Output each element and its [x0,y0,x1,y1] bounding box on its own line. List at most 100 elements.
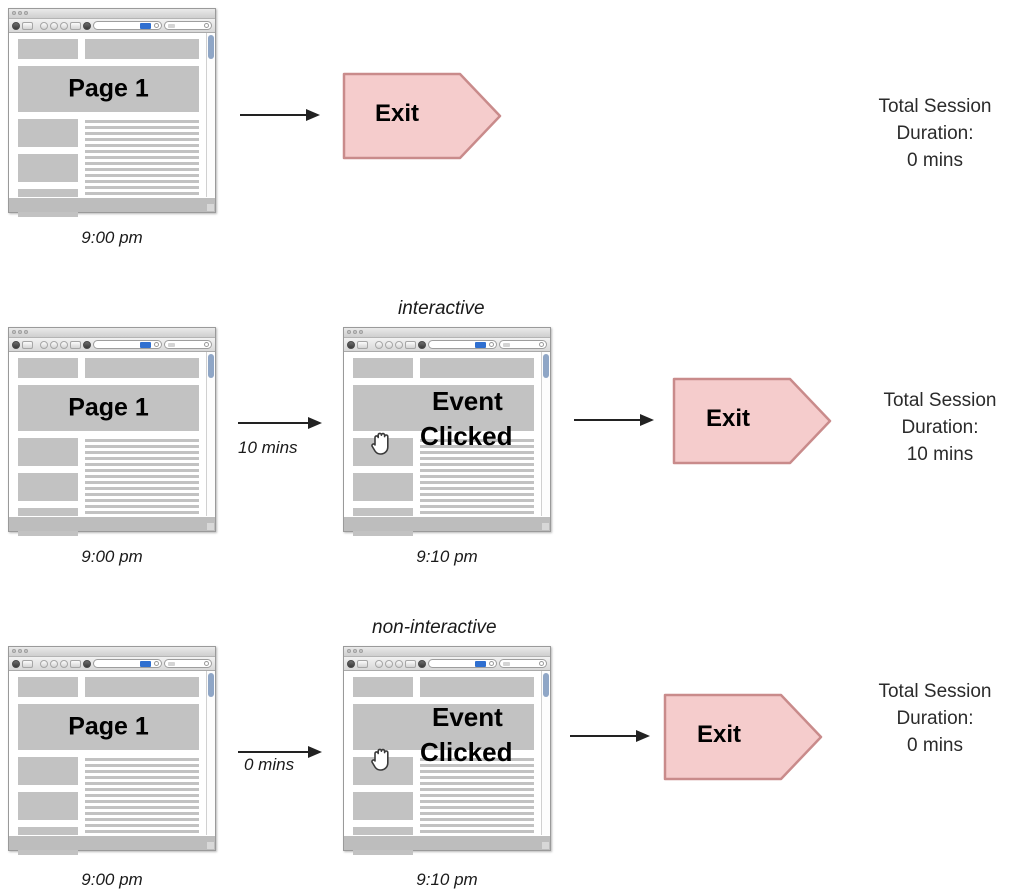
browser-back-icon[interactable] [12,21,20,30]
browser-forward-icon[interactable] [357,659,368,668]
search-clear-icon[interactable] [204,342,209,347]
browser-bookmark-icon[interactable] [418,659,426,668]
address-bar-reload-icon[interactable] [489,342,494,347]
browser-reload-icon[interactable] [40,21,48,30]
resize-grip-icon[interactable] [542,842,549,849]
browser-window-r2-page1[interactable]: Page 1 [8,327,216,536]
address-bar-field[interactable] [428,340,497,349]
exit-shape-r3[interactable] [663,693,823,781]
scrollbar[interactable] [206,352,215,517]
minimize-icon[interactable] [18,649,22,653]
browser-bookmark-icon[interactable] [83,340,91,349]
scrollbar-thumb[interactable] [543,673,549,697]
browser-reload-icon[interactable] [40,659,48,668]
browser-stop-icon[interactable] [50,659,58,668]
address-bar-field[interactable] [428,659,497,668]
window-traffic-lights-icon[interactable] [347,649,363,653]
browser-back-icon[interactable] [12,659,20,668]
scrollbar-thumb[interactable] [208,673,214,697]
scrollbar[interactable] [206,33,215,198]
browser-tabs-icon[interactable] [405,659,416,668]
window-traffic-lights-icon[interactable] [347,330,363,334]
search-field[interactable] [164,21,212,30]
browser-back-icon[interactable] [347,659,355,668]
browser-home-icon[interactable] [395,340,403,349]
scrollbar[interactable] [541,671,550,836]
browser-forward-icon[interactable] [22,340,33,349]
browser-forward-icon[interactable] [22,659,33,668]
search-clear-icon[interactable] [204,23,209,28]
scrollbar[interactable] [541,352,550,517]
close-icon[interactable] [347,649,351,653]
search-clear-icon[interactable] [539,661,544,666]
browser-bookmark-icon[interactable] [83,659,91,668]
browser-window-r3-page1[interactable]: Page 1 [8,646,216,855]
search-clear-icon[interactable] [539,342,544,347]
address-bar-field[interactable] [93,21,162,30]
maximize-icon[interactable] [359,330,363,334]
close-icon[interactable] [347,330,351,334]
browser-tabs-icon[interactable] [70,659,81,668]
maximize-icon[interactable] [24,330,28,334]
browser-reload-icon[interactable] [375,340,383,349]
browser-reload-icon[interactable] [375,659,383,668]
browser-bookmark-icon[interactable] [418,340,426,349]
scrollbar[interactable] [206,671,215,836]
scrollbar-thumb[interactable] [208,354,214,378]
window-traffic-lights-icon[interactable] [12,330,28,334]
browser-back-icon[interactable] [12,340,20,349]
search-field[interactable] [499,340,547,349]
address-bar-field[interactable] [93,340,162,349]
close-icon[interactable] [12,649,16,653]
browser-forward-icon[interactable] [357,340,368,349]
browser-toolbar[interactable] [344,657,550,671]
resize-grip-icon[interactable] [207,204,214,211]
address-bar-reload-icon[interactable] [154,23,159,28]
browser-stop-icon[interactable] [385,659,393,668]
browser-stop-icon[interactable] [50,340,58,349]
browser-home-icon[interactable] [60,340,68,349]
search-field[interactable] [164,340,212,349]
browser-window-r1-page1[interactable]: Page 1 [8,8,216,217]
minimize-icon[interactable] [353,330,357,334]
address-bar-reload-icon[interactable] [154,661,159,666]
browser-home-icon[interactable] [395,659,403,668]
address-bar-reload-icon[interactable] [489,661,494,666]
scrollbar-thumb[interactable] [543,354,549,378]
window-traffic-lights-icon[interactable] [12,11,28,15]
browser-stop-icon[interactable] [385,340,393,349]
browser-tabs-icon[interactable] [405,340,416,349]
search-field[interactable] [499,659,547,668]
minimize-icon[interactable] [18,11,22,15]
scrollbar-thumb[interactable] [208,35,214,59]
maximize-icon[interactable] [24,11,28,15]
browser-toolbar[interactable] [9,657,215,671]
browser-home-icon[interactable] [60,21,68,30]
window-traffic-lights-icon[interactable] [12,649,28,653]
browser-home-icon[interactable] [60,659,68,668]
search-field[interactable] [164,659,212,668]
browser-back-icon[interactable] [347,340,355,349]
resize-grip-icon[interactable] [542,523,549,530]
browser-stop-icon[interactable] [50,21,58,30]
resize-grip-icon[interactable] [207,523,214,530]
browser-bookmark-icon[interactable] [83,21,91,30]
close-icon[interactable] [12,11,16,15]
browser-window-r3-event[interactable] [343,646,551,855]
address-bar-reload-icon[interactable] [154,342,159,347]
minimize-icon[interactable] [18,330,22,334]
address-bar-field[interactable] [93,659,162,668]
search-clear-icon[interactable] [204,661,209,666]
minimize-icon[interactable] [353,649,357,653]
browser-toolbar[interactable] [9,19,215,33]
exit-shape-r2[interactable] [672,377,832,465]
browser-tabs-icon[interactable] [70,21,81,30]
browser-toolbar[interactable] [344,338,550,352]
browser-toolbar[interactable] [9,338,215,352]
maximize-icon[interactable] [359,649,363,653]
maximize-icon[interactable] [24,649,28,653]
resize-grip-icon[interactable] [207,842,214,849]
browser-reload-icon[interactable] [40,340,48,349]
browser-tabs-icon[interactable] [70,340,81,349]
close-icon[interactable] [12,330,16,334]
